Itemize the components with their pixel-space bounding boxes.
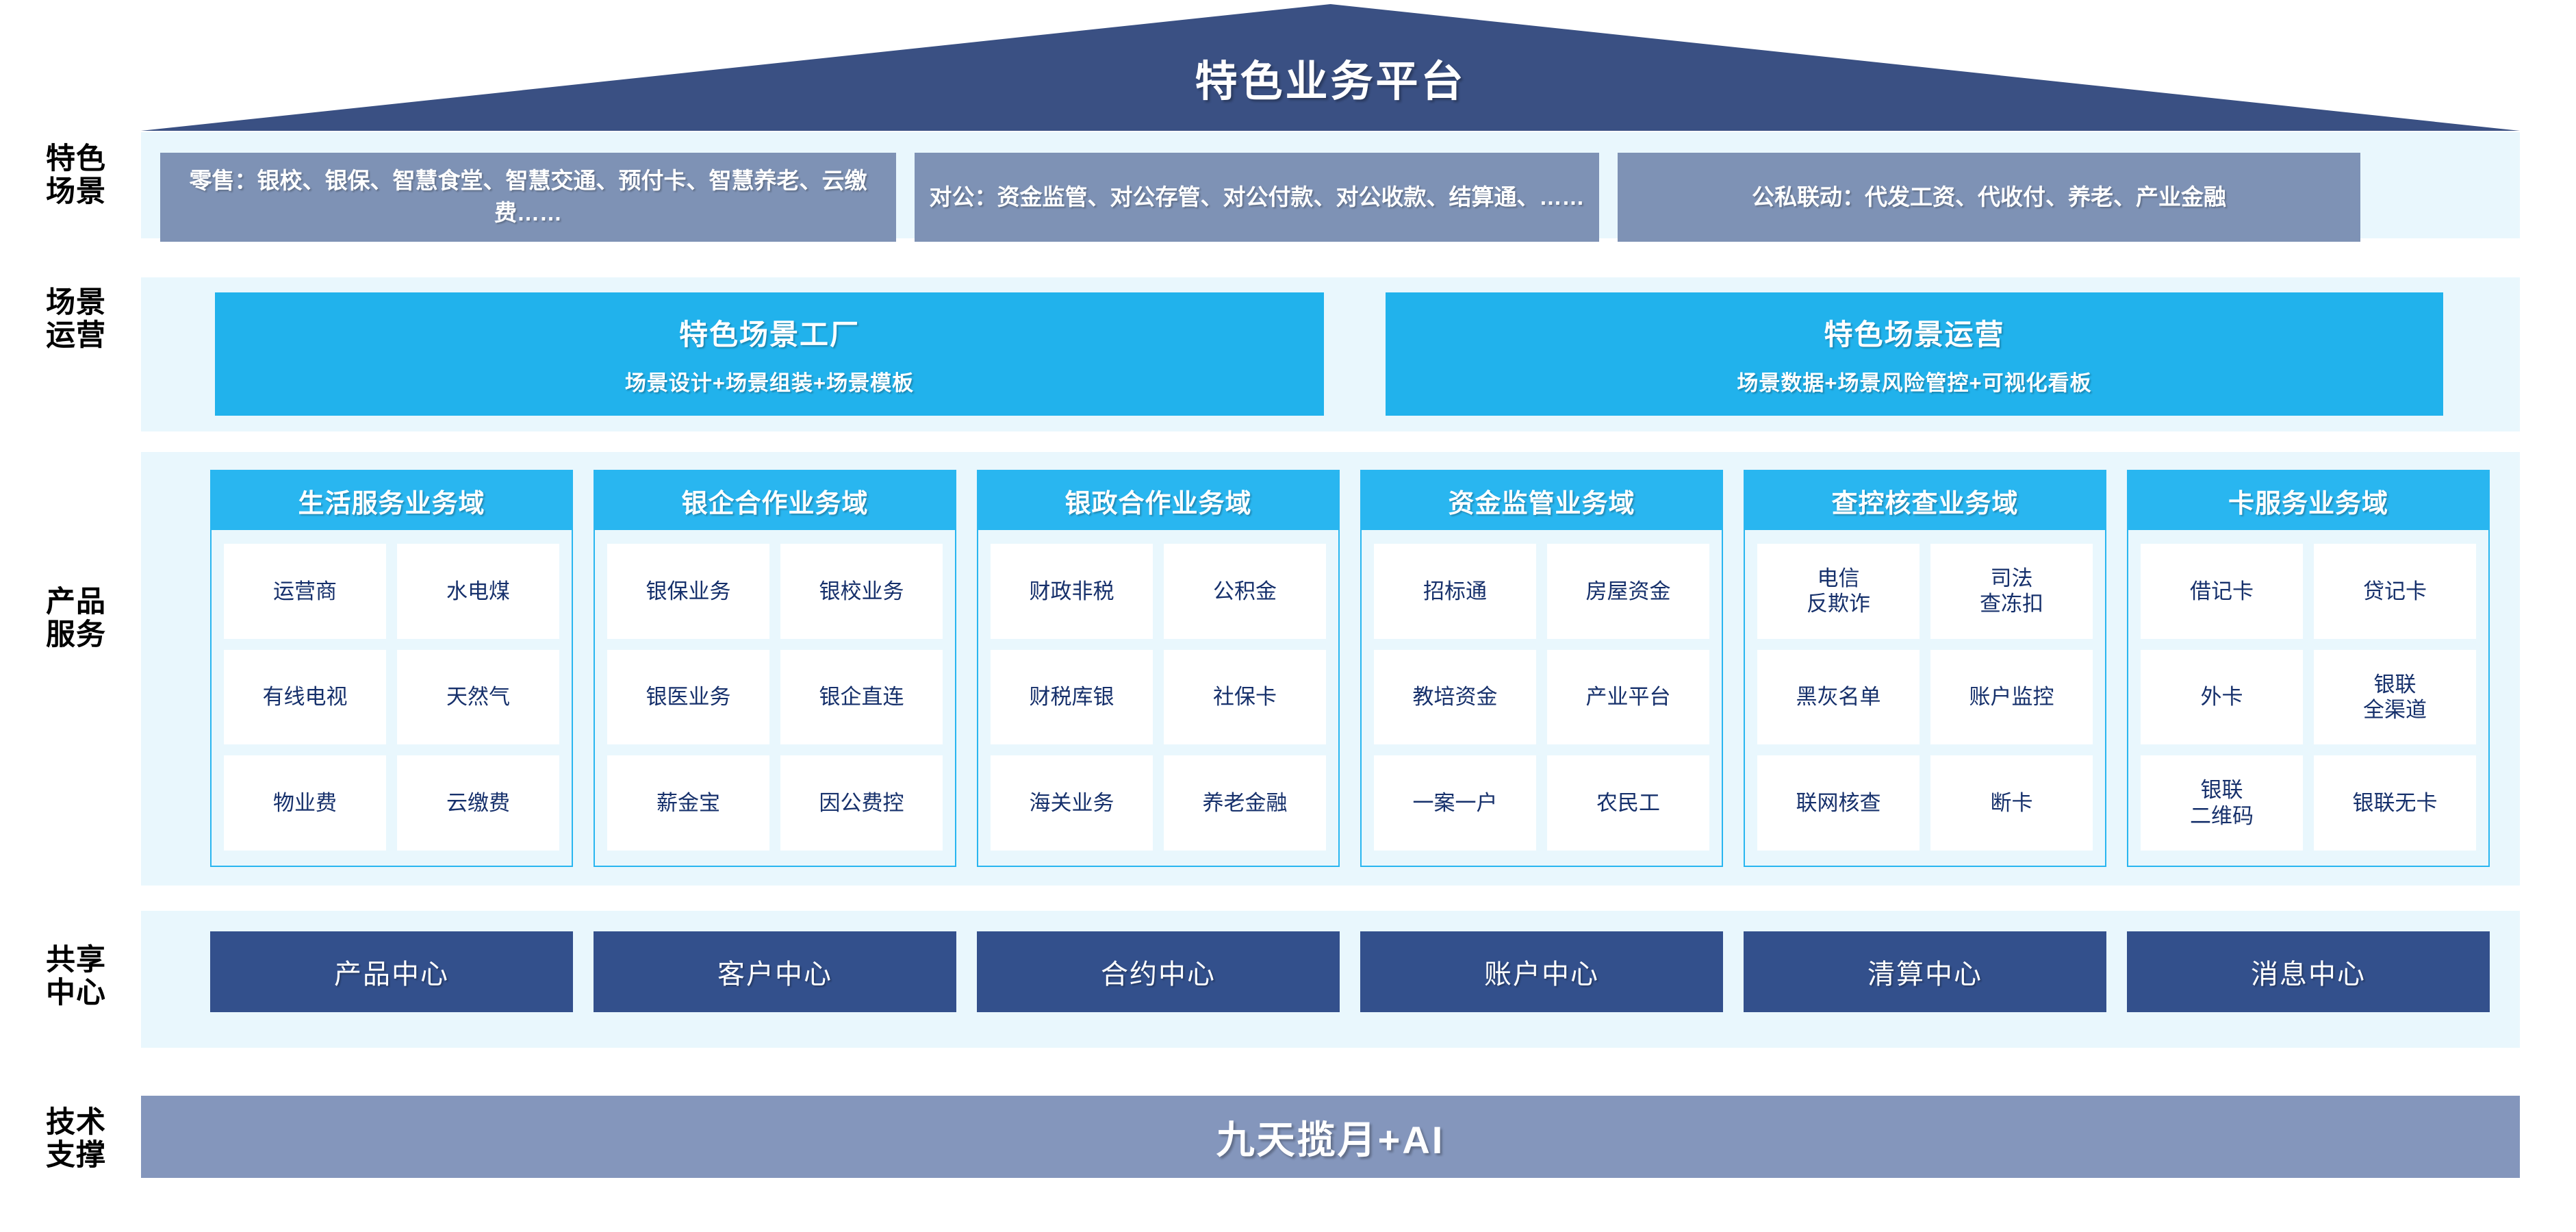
shared-center-product[interactable]: 产品中心 [210, 931, 573, 1012]
domain-item[interactable]: 公积金 [1164, 544, 1326, 639]
domain-title: 银企合作业务域 [595, 471, 955, 530]
domain-item-grid: 借记卡 贷记卡 外卡 银联 全渠道 银联 二维码 银联无卡 [2128, 530, 2488, 866]
domain-item[interactable]: 黑灰名单 [1757, 649, 1920, 745]
domain-item[interactable]: 水电煤 [397, 544, 559, 639]
domain-title: 生活服务业务域 [212, 471, 572, 530]
domain-item[interactable]: 房屋资金 [1547, 544, 1709, 639]
domain-item[interactable]: 产业平台 [1547, 649, 1709, 745]
operation-subtitle: 场景数据+场景风险管控+可视化看板 [1737, 371, 2092, 395]
domain-item[interactable]: 教培资金 [1374, 649, 1536, 745]
domain-title: 银政合作业务域 [978, 471, 1338, 530]
domain-item-grid: 运营商 水电煤 有线电视 天然气 物业费 云缴费 [212, 530, 572, 866]
domain-item[interactable]: 薪金宝 [607, 755, 769, 851]
row-label-product: 产品服务 [46, 586, 106, 652]
operation-box-operation[interactable]: 特色场景运营 场景数据+场景风险管控+可视化看板 [1386, 292, 2443, 416]
operation-box-factory[interactable]: 特色场景工厂 场景设计+场景组装+场景模板 [215, 292, 1324, 416]
shared-center-contract[interactable]: 合约中心 [977, 931, 1340, 1012]
domain-item[interactable]: 财税库银 [991, 649, 1153, 745]
domain-item[interactable]: 司法 查冻扣 [1930, 544, 2093, 639]
domain-item[interactable]: 账户监控 [1930, 649, 2093, 745]
shared-center-clearing[interactable]: 清算中心 [1744, 931, 2106, 1012]
domain-item-grid: 招标通 房屋资金 教培资金 产业平台 一案一户 农民工 [1362, 530, 1722, 866]
domain-card-fund-supervision[interactable]: 资金监管业务域 招标通 房屋资金 教培资金 产业平台 一案一户 农民工 [1360, 470, 1723, 867]
domain-title: 资金监管业务域 [1362, 471, 1722, 530]
domain-card-investigation[interactable]: 查控核查业务域 电信 反欺诈 司法 查冻扣 黑灰名单 账户监控 联网核查 断卡 [1744, 470, 2106, 867]
row-label-scene: 特色场景 [46, 142, 106, 209]
domain-title: 卡服务业务域 [2128, 471, 2488, 530]
shared-center-band: 产品中心 客户中心 合约中心 账户中心 清算中心 消息中心 [141, 911, 2520, 1048]
domain-item[interactable]: 联网核查 [1757, 755, 1920, 851]
row-label-operation: 场景运营 [46, 286, 106, 353]
domain-card-bank-government[interactable]: 银政合作业务域 财政非税 公积金 财税库银 社保卡 海关业务 养老金融 [977, 470, 1340, 867]
domain-item[interactable]: 海关业务 [991, 755, 1153, 851]
domain-item[interactable]: 一案一户 [1374, 755, 1536, 851]
domain-item[interactable]: 云缴费 [397, 755, 559, 851]
domain-item[interactable]: 天然气 [397, 649, 559, 745]
operation-title: 特色场景运营 [1824, 318, 2005, 351]
domain-item[interactable]: 社保卡 [1164, 649, 1326, 745]
operation-title: 特色场景工厂 [678, 318, 860, 351]
domain-item[interactable]: 银医业务 [607, 649, 769, 745]
domain-item-grid: 银保业务 银校业务 银医业务 银企直连 薪金宝 因公费控 [595, 530, 955, 866]
domain-card-life-service[interactable]: 生活服务业务域 运营商 水电煤 有线电视 天然气 物业费 云缴费 [210, 470, 573, 867]
scene-box-retail[interactable]: 零售：银校、银保、智慧食堂、智慧交通、预付卡、智慧养老、云缴费…… [160, 153, 896, 242]
domain-item[interactable]: 银保业务 [607, 544, 769, 639]
row-label-tech: 技术支撑 [46, 1106, 106, 1172]
domain-item[interactable]: 财政非税 [991, 544, 1153, 639]
shared-center-account[interactable]: 账户中心 [1360, 931, 1723, 1012]
domain-item-grid: 电信 反欺诈 司法 查冻扣 黑灰名单 账户监控 联网核查 断卡 [1745, 530, 2105, 866]
domain-item[interactable]: 因公费控 [780, 755, 943, 851]
domain-item[interactable]: 招标通 [1374, 544, 1536, 639]
product-band: 生活服务业务域 运营商 水电煤 有线电视 天然气 物业费 云缴费 银企合作业务域… [141, 452, 2520, 885]
domain-item-grid: 财政非税 公积金 财税库银 社保卡 海关业务 养老金融 [978, 530, 1338, 866]
domain-item[interactable]: 银联 二维码 [2141, 755, 2303, 851]
operation-band: 特色场景工厂 场景设计+场景组装+场景模板 特色场景运营 场景数据+场景风险管控… [141, 277, 2520, 431]
operation-subtitle: 场景设计+场景组装+场景模板 [624, 371, 915, 395]
domain-item[interactable]: 电信 反欺诈 [1757, 544, 1920, 639]
domain-item[interactable]: 有线电视 [224, 649, 386, 745]
shared-center-customer[interactable]: 客户中心 [594, 931, 956, 1012]
domain-item[interactable]: 银企直连 [780, 649, 943, 745]
tech-support-bar[interactable]: 九天揽月+AI [141, 1096, 2520, 1178]
domain-item[interactable]: 外卡 [2141, 649, 2303, 745]
domain-item[interactable]: 运营商 [224, 544, 386, 639]
scene-box-public-private[interactable]: 公私联动：代发工资、代收付、养老、产业金融 [1618, 153, 2360, 242]
domain-card-card-service[interactable]: 卡服务业务域 借记卡 贷记卡 外卡 银联 全渠道 银联 二维码 银联无卡 [2127, 470, 2490, 867]
domain-item[interactable]: 农民工 [1547, 755, 1709, 851]
platform-roof: 特色业务平台 [141, 4, 2520, 131]
domain-card-bank-enterprise[interactable]: 银企合作业务域 银保业务 银校业务 银医业务 银企直连 薪金宝 因公费控 [594, 470, 956, 867]
page-title: 特色业务平台 [1195, 58, 1466, 105]
shared-center-message[interactable]: 消息中心 [2127, 931, 2490, 1012]
domain-item[interactable]: 物业费 [224, 755, 386, 851]
domain-item[interactable]: 借记卡 [2141, 544, 2303, 639]
domain-title: 查控核查业务域 [1745, 471, 2105, 530]
domain-item[interactable]: 断卡 [1930, 755, 2093, 851]
domain-item[interactable]: 银校业务 [780, 544, 943, 639]
domain-item[interactable]: 养老金融 [1164, 755, 1326, 851]
domain-item[interactable]: 贷记卡 [2314, 544, 2476, 639]
domain-item[interactable]: 银联无卡 [2314, 755, 2476, 851]
scene-band: 零售：银校、银保、智慧食堂、智慧交通、预付卡、智慧养老、云缴费…… 对公：资金监… [141, 132, 2520, 242]
row-label-shared: 共享中心 [46, 944, 106, 1010]
scene-box-corporate[interactable]: 对公：资金监管、对公存管、对公付款、对公收款、结算通、…… [915, 153, 1599, 242]
domain-item[interactable]: 银联 全渠道 [2314, 649, 2476, 745]
